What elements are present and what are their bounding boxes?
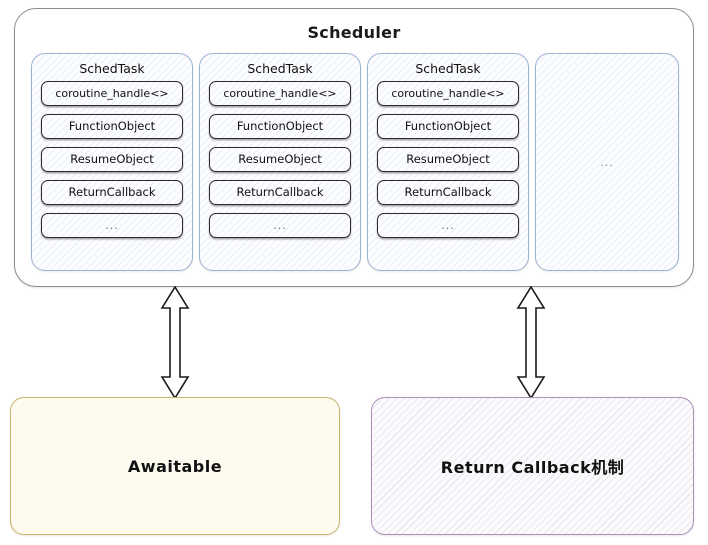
field-coroutine-handle[interactable]: coroutine_handle<> — [41, 81, 183, 106]
placeholder-label: ... — [600, 155, 614, 169]
return-callback-box[interactable]: Return Callback机制 — [371, 397, 694, 535]
arrow-scheduler-to-awaitable — [160, 286, 190, 399]
arrow-scheduler-to-return-callback — [516, 286, 546, 399]
sched-task-field-list: coroutine_handle<> FunctionObject Resume… — [377, 81, 519, 262]
field-resume-object[interactable]: ResumeObject — [209, 147, 351, 172]
scheduler-container: Scheduler SchedTask coroutine_handle<> F… — [14, 8, 694, 287]
return-callback-label: Return Callback机制 — [440, 458, 625, 477]
field-return-callback[interactable]: ReturnCallback — [41, 180, 183, 205]
field-coroutine-handle[interactable]: coroutine_handle<> — [209, 81, 351, 106]
scheduler-title: Scheduler — [307, 23, 401, 42]
field-function-object[interactable]: FunctionObject — [41, 114, 183, 139]
field-coroutine-handle[interactable]: coroutine_handle<> — [377, 81, 519, 106]
sched-task-column-1[interactable]: SchedTask coroutine_handle<> FunctionObj… — [31, 53, 193, 271]
field-function-object[interactable]: FunctionObject — [377, 114, 519, 139]
sched-task-field-list: coroutine_handle<> FunctionObject Resume… — [41, 81, 183, 262]
field-more[interactable]: ... — [209, 213, 351, 238]
sched-task-column-placeholder[interactable]: ... — [535, 53, 679, 271]
sched-task-field-list: coroutine_handle<> FunctionObject Resume… — [209, 81, 351, 262]
sched-task-title: SchedTask — [415, 61, 481, 76]
sched-task-title: SchedTask — [79, 61, 145, 76]
field-return-callback[interactable]: ReturnCallback — [209, 180, 351, 205]
sched-task-column-3[interactable]: SchedTask coroutine_handle<> FunctionObj… — [367, 53, 529, 271]
field-more[interactable]: ... — [377, 213, 519, 238]
field-function-object[interactable]: FunctionObject — [209, 114, 351, 139]
field-resume-object[interactable]: ResumeObject — [377, 147, 519, 172]
awaitable-box[interactable]: Awaitable — [10, 397, 340, 535]
field-more[interactable]: ... — [41, 213, 183, 238]
sched-task-column-2[interactable]: SchedTask coroutine_handle<> FunctionObj… — [199, 53, 361, 271]
sched-task-columns: SchedTask coroutine_handle<> FunctionObj… — [31, 53, 679, 271]
awaitable-label: Awaitable — [127, 456, 223, 476]
field-resume-object[interactable]: ResumeObject — [41, 147, 183, 172]
field-return-callback[interactable]: ReturnCallback — [377, 180, 519, 205]
sched-task-title: SchedTask — [247, 61, 313, 76]
